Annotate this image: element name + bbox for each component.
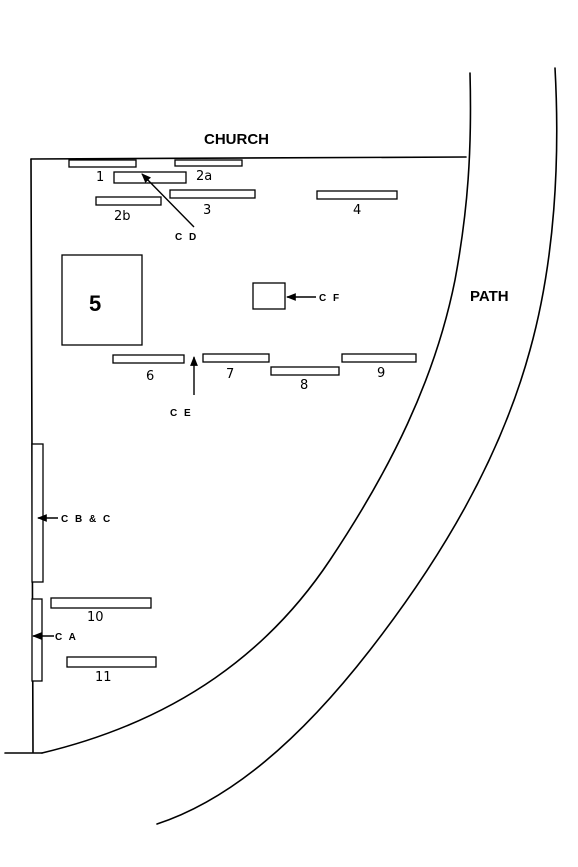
grave-5: [61, 254, 143, 346]
church-wall-line: [30, 156, 467, 160]
arrow-cd: [141, 173, 195, 228]
grave-2b: [95, 196, 162, 206]
grave-4-label: 4: [353, 203, 361, 218]
grave-6-label: 6: [146, 369, 154, 384]
grave-2a: [174, 159, 243, 167]
grave-2b-label: 2b: [114, 209, 131, 224]
marker-cbc-label: C B & C: [61, 514, 112, 525]
grave-ca: [31, 598, 43, 682]
grave-cf: [252, 282, 286, 310]
marker-ca-label: C A: [55, 632, 78, 643]
grave-11: [66, 656, 157, 668]
grave-9-label: 9: [377, 366, 385, 381]
grave-10-label: 10: [87, 610, 104, 625]
grave-1: [68, 159, 137, 168]
grave-6: [112, 354, 185, 364]
path-inner-edge: [41, 72, 472, 754]
grave-7-label: 7: [226, 367, 234, 382]
church-label: CHURCH: [204, 131, 269, 148]
grave-4: [316, 190, 398, 200]
marker-cd-label: C D: [175, 232, 198, 243]
grave-7: [202, 353, 270, 363]
grave-10: [50, 597, 152, 609]
grave-1-label: 1: [96, 170, 104, 185]
marker-ce-label: C E: [170, 408, 193, 419]
grave-11-label: 11: [95, 670, 112, 685]
grave-2a-label: 2a: [196, 169, 212, 184]
grave-9: [341, 353, 417, 363]
marker-cf-label: C F: [319, 293, 341, 304]
path-outer-edge: [156, 67, 558, 825]
grave-5-label: 5: [89, 291, 101, 316]
grave-3-label: 3: [203, 203, 211, 218]
grave-8: [270, 366, 340, 376]
grave-3: [169, 189, 256, 199]
grave-cbc: [31, 443, 44, 583]
grave-8-label: 8: [300, 378, 308, 393]
path-label: PATH: [470, 288, 509, 305]
